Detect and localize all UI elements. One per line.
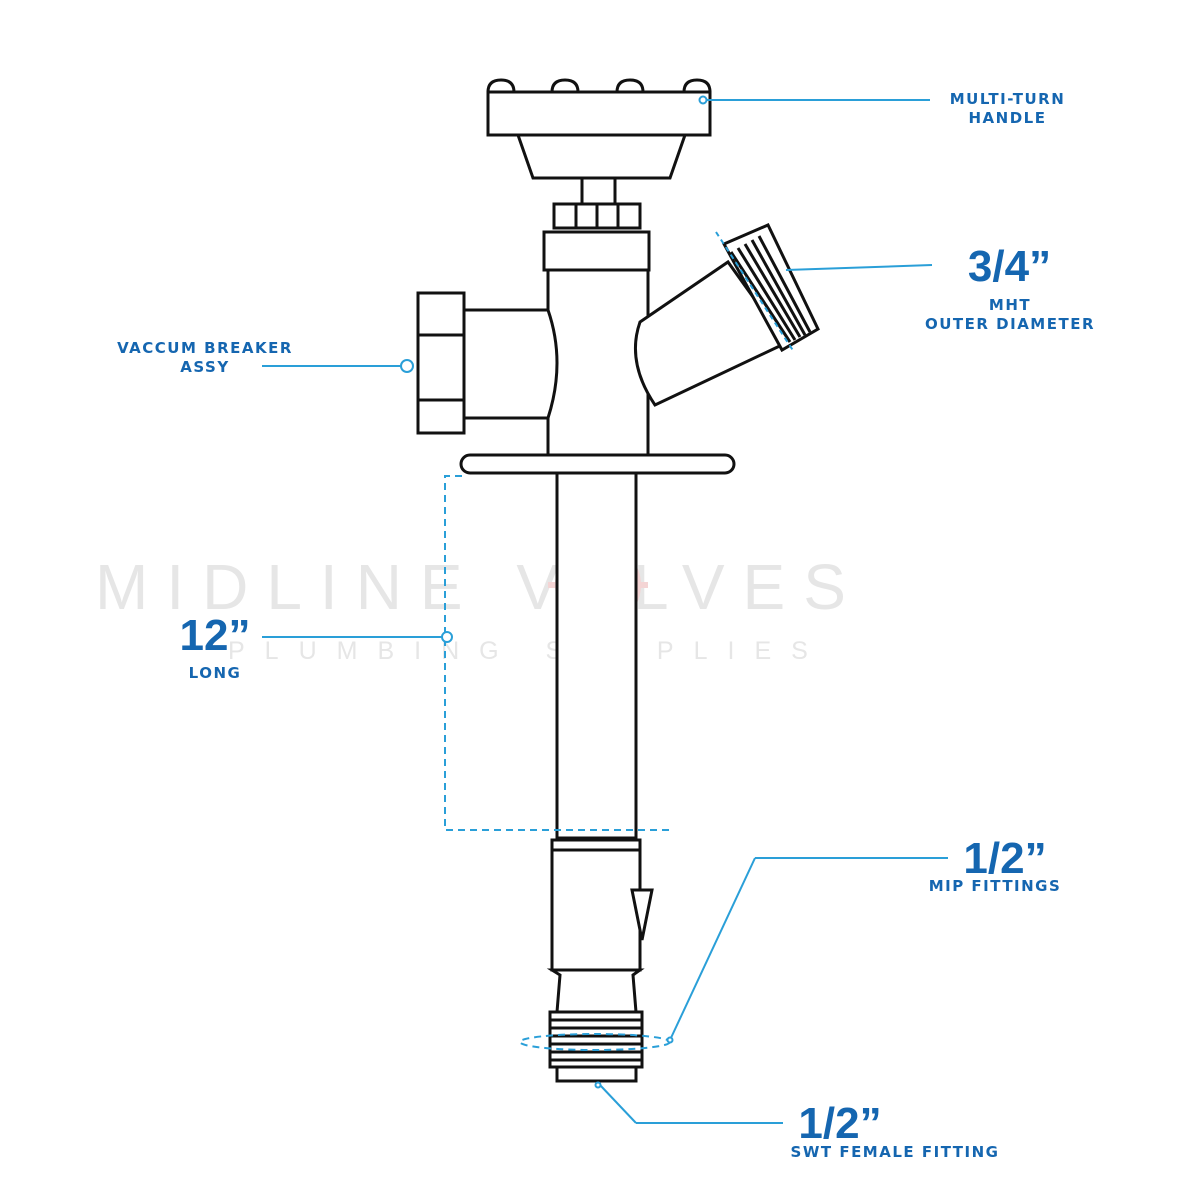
watermark-brand: MIDLINE VALVES xyxy=(95,551,864,623)
length-caption: LONG xyxy=(188,664,242,682)
faucet-outline xyxy=(416,78,820,1083)
handle-label-line1: MULTI-TURN xyxy=(949,90,1066,108)
swt-size: 1/2” xyxy=(798,1099,882,1148)
vacuum-breaker-line2: ASSY xyxy=(180,358,230,376)
length-size: 12” xyxy=(179,611,251,660)
mht-label: MHT OUTER DIAMETER xyxy=(920,296,1100,334)
handle-label-line2: HANDLE xyxy=(968,109,1047,127)
mip-size: 1/2” xyxy=(963,834,1047,883)
mht-label-line1: MHT xyxy=(988,296,1032,314)
mht-size: 3/4” xyxy=(967,242,1052,291)
watermark-tagline: PLUMBING SUPPLIES xyxy=(228,637,828,665)
mip-caption: MIP FITTINGS xyxy=(928,877,1062,895)
mht-label-line2: OUTER DIAMETER xyxy=(924,315,1096,333)
vacuum-breaker-label: VACCUM BREAKER ASSY xyxy=(95,339,315,377)
handle-label: MULTI-TURN HANDLE xyxy=(930,90,1085,128)
vacuum-breaker-line1: VACCUM BREAKER xyxy=(117,339,293,357)
callout-lines xyxy=(262,95,948,1124)
swt-caption: SWT FEMALE FITTING xyxy=(790,1143,1000,1161)
